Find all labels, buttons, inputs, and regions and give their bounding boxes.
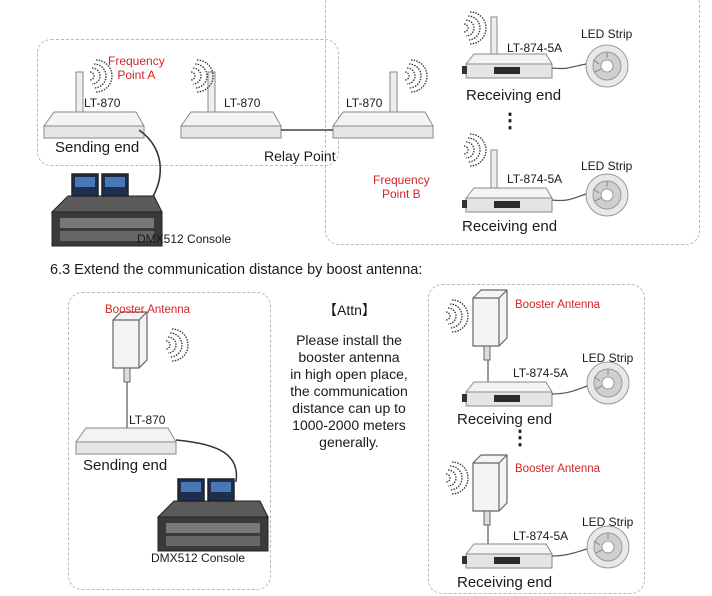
attn-line: 1000-2000 meters bbox=[292, 417, 406, 433]
ellipsis-icon: ⋮ bbox=[510, 427, 530, 449]
wireless-signal-icon bbox=[445, 299, 469, 333]
wireless-signal-icon bbox=[165, 328, 189, 362]
receiver-device-4 bbox=[461, 543, 553, 569]
booster-antenna-label: Booster Antenna bbox=[105, 304, 191, 316]
attn-line: Please install the bbox=[296, 332, 402, 348]
wireless-signal-icon bbox=[463, 11, 487, 45]
console-cable bbox=[138, 129, 162, 206]
led-strip-label: LED Strip bbox=[581, 159, 633, 173]
receiving-end-label: Receiving end bbox=[457, 411, 553, 428]
wireless-signal-icon bbox=[404, 59, 428, 93]
led-strip-reel-icon bbox=[585, 173, 629, 217]
booster-antenna-image bbox=[472, 454, 508, 526]
led-strip-reel-icon bbox=[585, 44, 629, 88]
relay-point-label: Relay Point bbox=[264, 148, 336, 164]
attn-title: 【Attn】 bbox=[323, 302, 376, 318]
receiving-end-label: Receiving end bbox=[457, 574, 553, 591]
console-cable bbox=[175, 439, 238, 483]
wireless-signal-icon bbox=[463, 133, 487, 167]
attn-line: the communication bbox=[290, 383, 408, 399]
device-label: LT-870 bbox=[129, 413, 166, 427]
led-strip-reel-icon bbox=[586, 525, 630, 569]
ellipsis-icon: ⋮ bbox=[500, 110, 520, 132]
booster-antenna-image bbox=[472, 289, 508, 361]
receiver-device-2 bbox=[461, 149, 553, 213]
wireless-signal-icon bbox=[445, 461, 469, 495]
device-label: LT-874-5A bbox=[507, 41, 563, 55]
device-label: LT-870 bbox=[224, 96, 261, 110]
receiving-end-label: Receiving end bbox=[462, 218, 558, 235]
console-label: DMX512 Console bbox=[151, 551, 246, 565]
frequency-point-b-label: Frequency Point B bbox=[373, 173, 430, 201]
lt870-relay-device-1 bbox=[180, 71, 282, 139]
console-label: DMX512 Console bbox=[137, 232, 232, 246]
top-left-panel bbox=[37, 39, 339, 166]
lt870-sending-device-bottom bbox=[75, 427, 177, 455]
led-strip-label: LED Strip bbox=[582, 515, 634, 529]
receiver-device-3 bbox=[461, 381, 553, 407]
device-label: LT-870 bbox=[84, 96, 121, 110]
attn-line: in high open place, bbox=[290, 366, 408, 382]
attn-line: booster antenna bbox=[298, 349, 400, 365]
sending-end-label: Sending end bbox=[55, 139, 140, 156]
section-heading: 6.3 Extend the communication distance by… bbox=[50, 262, 423, 278]
booster-antenna-label: Booster Antenna bbox=[515, 299, 601, 311]
attn-note: Please install the booster antenna in hi… bbox=[286, 332, 412, 451]
receiver-device-1 bbox=[461, 16, 553, 79]
device-label: LT-874-5A bbox=[507, 172, 563, 186]
bottom-right-panel bbox=[428, 284, 645, 594]
device-label: LT-870 bbox=[346, 96, 383, 110]
device-label: LT-874-5A bbox=[513, 366, 569, 380]
booster-antenna-image bbox=[112, 311, 148, 383]
led-strip-label: LED Strip bbox=[581, 27, 633, 41]
attn-line: generally. bbox=[319, 434, 379, 450]
led-strip-label: LED Strip bbox=[582, 351, 634, 365]
top-right-panel bbox=[325, 0, 700, 245]
lt870-relay-device-2 bbox=[332, 71, 434, 139]
led-strip-reel-icon bbox=[586, 361, 630, 405]
sending-end-label: Sending end bbox=[83, 457, 168, 474]
receiving-end-label: Receiving end bbox=[466, 87, 562, 104]
attn-line: distance can up to bbox=[292, 400, 406, 416]
device-label: LT-874-5A bbox=[513, 529, 569, 543]
lt870-sending-device bbox=[43, 71, 145, 139]
bottom-left-panel bbox=[68, 292, 271, 590]
booster-antenna-label: Booster Antenna bbox=[515, 463, 601, 475]
frequency-point-a-label: Frequency Point A bbox=[108, 54, 165, 82]
dmx512-console-image bbox=[157, 478, 269, 552]
